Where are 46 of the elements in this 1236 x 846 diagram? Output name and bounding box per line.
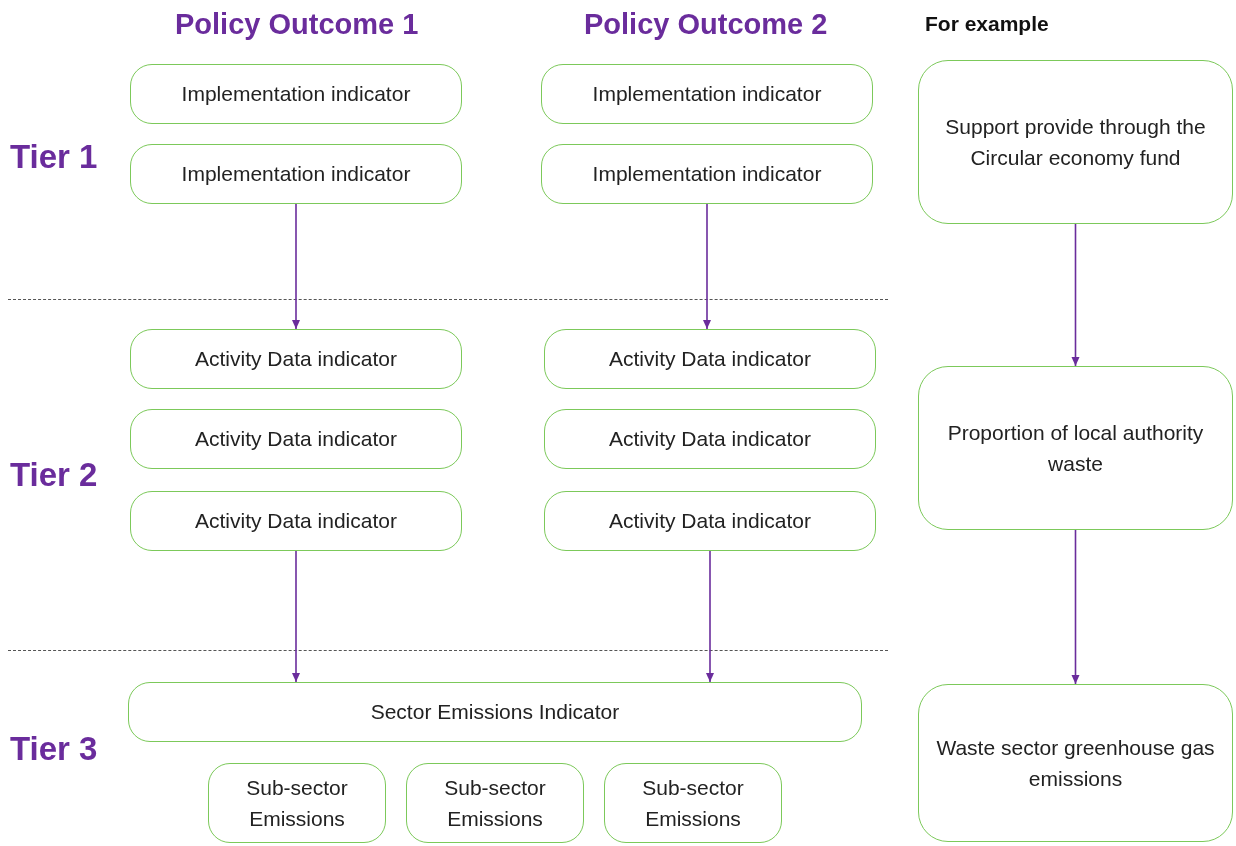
box-label: Implementation indicator xyxy=(181,161,411,188)
indicator-box xyxy=(130,491,462,551)
indicator-box xyxy=(604,763,782,843)
indicator-box xyxy=(130,409,462,469)
indicator-box xyxy=(130,329,462,389)
arrow xyxy=(706,550,714,683)
heading: Policy Outcome 1 xyxy=(175,8,419,41)
heading: Tier 3 xyxy=(10,730,98,768)
box-label: Activity Data indicator xyxy=(609,508,811,535)
indicator-box xyxy=(130,64,462,124)
indicator-box xyxy=(544,329,876,389)
box-label: Sub-sector Emissions xyxy=(245,774,349,832)
arrow xyxy=(703,203,711,330)
box-label: Activity Data indicator xyxy=(609,346,811,373)
indicator-box xyxy=(208,763,386,843)
indicator-box xyxy=(544,491,876,551)
indicator-box xyxy=(918,60,1233,224)
box-label: Activity Data indicator xyxy=(195,508,397,535)
arrow xyxy=(292,550,300,683)
box-label: Sub-sector Emissions xyxy=(443,774,547,832)
box-label: Activity Data indicator xyxy=(195,346,397,373)
box-label: Support provide through the Circular economy fund xyxy=(944,113,1207,171)
box-label: Implementation indicator xyxy=(181,81,411,108)
heading: Policy Outcome 2 xyxy=(584,8,828,41)
indicator-box xyxy=(918,366,1233,530)
box-label: Activity Data indicator xyxy=(195,426,397,453)
box-label: Sector Emissions Indicator xyxy=(370,699,620,726)
box-label: Activity Data indicator xyxy=(609,426,811,453)
box-label: Implementation indicator xyxy=(592,161,822,188)
box-label: Proportion of local authority waste xyxy=(946,419,1205,477)
arrow xyxy=(292,203,300,330)
heading: Tier 2 xyxy=(10,456,98,494)
box-label: Sub-sector Emissions xyxy=(641,774,745,832)
heading: Tier 1 xyxy=(10,138,98,176)
indicator-box xyxy=(130,144,462,204)
box-label: Waste sector greenhouse gas emissions xyxy=(935,734,1216,792)
indicator-box xyxy=(918,684,1233,842)
arrow xyxy=(1071,223,1080,367)
indicator-box xyxy=(406,763,584,843)
arrow xyxy=(1071,529,1080,685)
indicator-box xyxy=(544,409,876,469)
indicator-box xyxy=(541,144,873,204)
box-label: Implementation indicator xyxy=(592,81,822,108)
indicator-box xyxy=(541,64,873,124)
heading: For example xyxy=(925,12,1049,36)
indicator-box xyxy=(128,682,862,742)
